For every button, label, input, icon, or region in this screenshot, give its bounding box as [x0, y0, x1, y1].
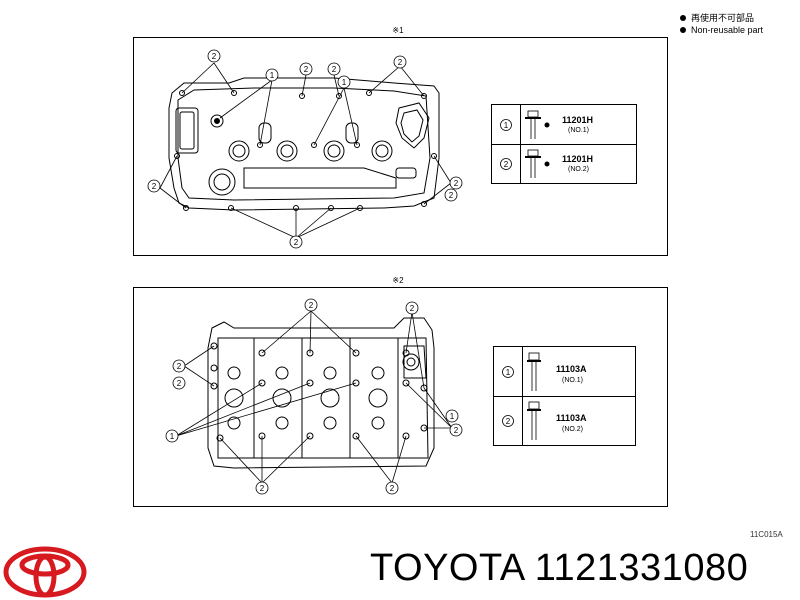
bolt-index: 2 — [504, 160, 509, 169]
diagram2-panel: 2 2 2 2 1 2 2 2 1 — [133, 287, 668, 507]
legend-row-jp: 再使用不可部品 — [680, 12, 763, 24]
diagram2-bolt-table: 1 11103A (NO.1) 2 11103A (NO.2) — [493, 346, 636, 446]
legend-label-en: Non-reusable part — [691, 25, 764, 35]
svg-text:1: 1 — [450, 412, 455, 421]
svg-text:2: 2 — [410, 304, 415, 313]
diagram1-bolt-table: 1 11201H (NO.1) 2 11201H (NO.2) — [491, 104, 637, 184]
bolt-number: 11103A — [556, 413, 587, 423]
legend-row-en: Non-reusable part — [680, 24, 763, 36]
legend-label-jp: 再使用不可部品 — [691, 13, 755, 23]
svg-text:1: 1 — [342, 78, 347, 87]
bolt-sub: (NO.2) — [568, 166, 589, 173]
svg-text:2: 2 — [454, 179, 459, 188]
svg-text:2: 2 — [152, 182, 157, 191]
svg-text:2: 2 — [304, 65, 309, 74]
svg-text:2: 2 — [390, 484, 395, 493]
svg-text:2: 2 — [332, 65, 337, 74]
bolt-row: 1 11103A (NO.1) — [494, 347, 635, 397]
brand-name: TOYOTA — [370, 547, 524, 589]
nonreusable-dot-icon — [544, 161, 550, 167]
brand-part-line: TOYOTA 1121331080 — [370, 547, 748, 590]
nonreusable-dot-icon — [680, 27, 686, 33]
svg-text:2: 2 — [260, 484, 265, 493]
bolt-sub: (NO.1) — [562, 377, 583, 384]
toyota-logo-icon — [3, 546, 87, 598]
svg-text:2: 2 — [177, 379, 182, 388]
sheet-code: 11C015A — [750, 530, 783, 539]
bolt-index: 2 — [506, 417, 511, 426]
bolt-number: 11201H — [562, 115, 594, 125]
bolt-index: 1 — [504, 121, 509, 130]
bolt-row: 1 11201H (NO.1) — [492, 105, 636, 145]
flange-bolt-icon — [525, 149, 550, 178]
nonreusable-dot-icon — [680, 15, 686, 21]
bolt-number: 11103A — [556, 364, 587, 374]
cylinder-head-drawing: 2 2 2 2 1 2 2 2 1 — [165, 298, 463, 495]
nonreusable-dot-icon — [544, 122, 550, 128]
bolt-row: 2 11201H (NO.2) — [492, 145, 636, 183]
svg-text:2: 2 — [449, 191, 454, 200]
svg-text:2: 2 — [294, 238, 299, 247]
part-number: 1121331080 — [534, 547, 749, 589]
svg-text:2: 2 — [398, 58, 403, 67]
svg-text:2: 2 — [454, 426, 459, 435]
diagram2-ref: ※2 — [392, 276, 404, 285]
bolt-sub: (NO.1) — [568, 127, 589, 134]
bolt-row: 2 11103A (NO.2) — [494, 397, 635, 445]
svg-text:2: 2 — [212, 52, 217, 61]
diagram1-ref: ※1 — [392, 26, 404, 35]
svg-text:2: 2 — [309, 301, 314, 310]
head-cover-outline — [168, 77, 440, 211]
svg-text:1: 1 — [270, 71, 275, 80]
bolt-index: 1 — [506, 368, 511, 377]
legend: 再使用不可部品 Non-reusable part — [680, 12, 763, 36]
head-bolt-icon — [527, 401, 541, 440]
bolt-sub: (NO.2) — [562, 426, 583, 433]
cylinder-head-outline — [207, 317, 435, 469]
flange-bolt-icon — [525, 110, 550, 139]
svg-text:1: 1 — [170, 432, 175, 441]
bolt-number: 11201H — [562, 154, 594, 164]
head-bolt-icon — [527, 352, 541, 391]
svg-text:2: 2 — [177, 362, 182, 371]
